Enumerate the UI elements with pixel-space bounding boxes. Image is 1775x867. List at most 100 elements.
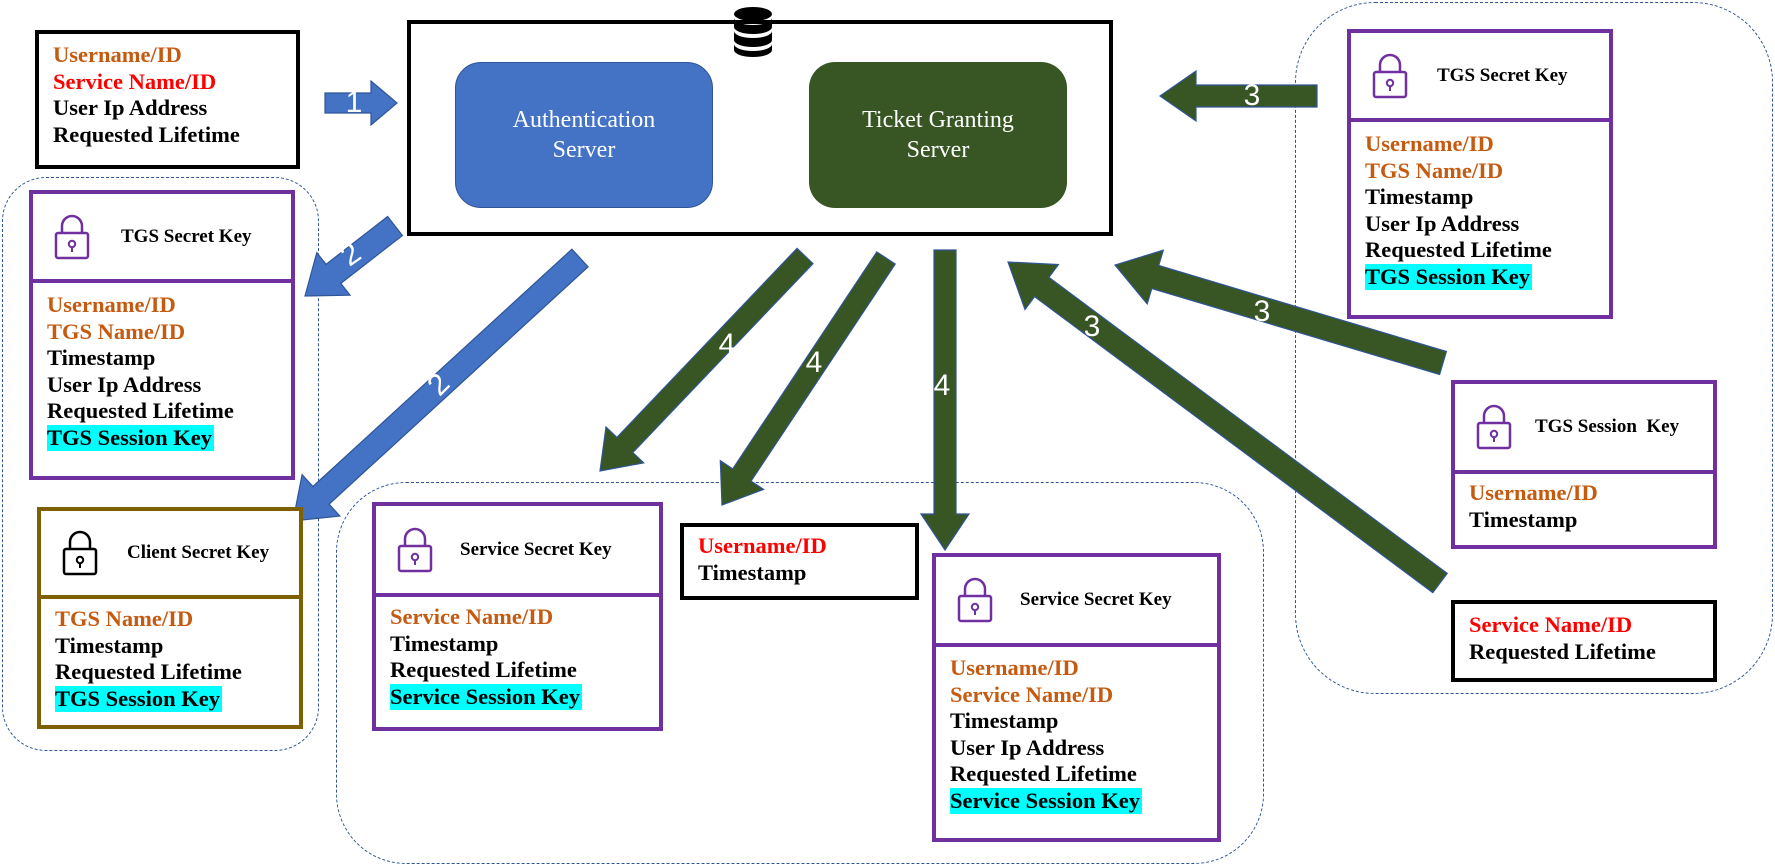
step-3-auth-label: 3 xyxy=(1083,310,1101,343)
authentication-server: Authentication Server xyxy=(455,62,713,208)
key-divider xyxy=(936,643,1217,647)
authentication-server-label: Authentication Server xyxy=(512,107,656,163)
field-text: Requested Lifetime xyxy=(53,121,240,147)
field-line: Timestamp xyxy=(1469,507,1598,534)
key-divider xyxy=(376,593,659,597)
database-icon xyxy=(734,7,772,57)
field-text: Username/ID xyxy=(698,533,827,558)
tgs-request-group xyxy=(1295,2,1773,694)
lock-icon xyxy=(957,577,993,623)
field-text: Requested Lifetime xyxy=(55,659,242,684)
step-3-top-label: 3 xyxy=(1243,79,1261,112)
field-line: TGS Name/ID xyxy=(55,606,242,633)
field-text: Service Name/ID xyxy=(1469,612,1633,637)
key-divider xyxy=(33,279,291,283)
field-line: TGS Session Key xyxy=(47,424,234,451)
step-2-tgs-arrow xyxy=(304,215,404,297)
step-1-label: 1 xyxy=(345,86,363,119)
field-text: TGS Name/ID xyxy=(55,606,194,631)
key-label: Service Secret Key xyxy=(460,538,612,560)
field-line: Requested Lifetime xyxy=(390,657,582,684)
lock-icon xyxy=(54,214,90,259)
field-text: Service Session Key xyxy=(950,787,1142,814)
field-text: TGS Session Key xyxy=(1365,263,1533,290)
field-line: Requested Lifetime xyxy=(47,398,234,425)
field-line: Requested Lifetime xyxy=(1469,639,1656,666)
field-line: Timestamp xyxy=(698,560,827,587)
field-text: Timestamp xyxy=(47,345,156,370)
field-line: Service Session Key xyxy=(390,683,582,710)
field-line: TGS Session Key xyxy=(55,685,242,712)
field-text: Timestamp xyxy=(698,559,807,585)
step-4-plain-arrow xyxy=(719,251,897,506)
field-line: Service Name/ID xyxy=(1469,612,1656,639)
field-line: Username/ID xyxy=(698,533,827,560)
service-request-group xyxy=(336,482,1264,864)
field-text: Requested Lifetime xyxy=(1469,638,1656,664)
field-line: Service Name/ID xyxy=(53,69,240,96)
key-header: TGS Secret Key xyxy=(1351,33,1609,118)
field-text: Timestamp xyxy=(1365,184,1474,209)
field-text: User Ip Address xyxy=(1365,210,1520,236)
lock-icon xyxy=(1372,53,1408,98)
field-text: Requested Lifetime xyxy=(1365,237,1552,262)
field-line: User Ip Address xyxy=(1365,211,1552,238)
field-line: TGS Session Key xyxy=(1365,263,1552,290)
key-label: TGS Secret Key xyxy=(121,225,252,247)
key-label: TGS Secret Key xyxy=(1437,64,1568,86)
field-line: Timestamp xyxy=(47,345,234,372)
lock-icon xyxy=(1476,404,1512,450)
field-line: User Ip Address xyxy=(53,95,240,122)
field-line: Timestamp xyxy=(950,708,1142,735)
step-4-service-ticket-arrow xyxy=(599,247,814,472)
field-text: Username/ID xyxy=(47,292,176,317)
key-label: Service Secret Key xyxy=(1020,589,1172,610)
step-3-tgt-arrow xyxy=(1113,249,1448,376)
field-line: Requested Lifetime xyxy=(53,122,240,149)
field-text: Service Name/ID xyxy=(53,68,217,94)
field-text: Requested Lifetime xyxy=(390,657,577,682)
step-1-arrow xyxy=(324,79,398,127)
field-text: User Ip Address xyxy=(47,371,202,397)
step-4-auth-arrow xyxy=(919,249,971,552)
step-3-tgt-label: 3 xyxy=(1253,295,1271,328)
step-4-service-ticket-label: 4 xyxy=(718,328,736,361)
key-header: Client Secret Key xyxy=(41,511,299,595)
field-text: Username/ID xyxy=(1469,480,1598,505)
field-text: Username/ID xyxy=(950,655,1079,680)
field-text: Username/ID xyxy=(1365,131,1494,156)
client-side-group xyxy=(2,177,319,751)
field-line: Timestamp xyxy=(55,633,242,660)
field-text: Username/ID xyxy=(53,42,182,67)
field-line: Username/ID xyxy=(47,292,234,319)
step-3-top-arrow xyxy=(1158,69,1318,123)
field-text: Requested Lifetime xyxy=(47,398,234,423)
field-line: Requested Lifetime xyxy=(1365,237,1552,264)
step-4-auth-label: 4 xyxy=(933,369,951,402)
field-text: TGS Name/ID xyxy=(1365,157,1504,183)
key-divider xyxy=(41,595,299,599)
field-text: Service Name/ID xyxy=(950,681,1114,707)
field-line: Service Name/ID xyxy=(390,604,582,631)
field-line: Service Session Key xyxy=(950,787,1142,814)
field-text: Requested Lifetime xyxy=(950,761,1137,786)
field-text: TGS Session Key xyxy=(47,424,215,451)
field-text: TGS Name/ID xyxy=(47,318,186,344)
field-text: Timestamp xyxy=(950,708,1059,733)
step-3-auth-arrow xyxy=(1007,261,1449,594)
key-label: TGS Session Key xyxy=(1535,416,1680,437)
field-text: Timestamp xyxy=(55,632,164,658)
lock-icon xyxy=(62,530,98,576)
field-line: Requested Lifetime xyxy=(55,659,242,686)
